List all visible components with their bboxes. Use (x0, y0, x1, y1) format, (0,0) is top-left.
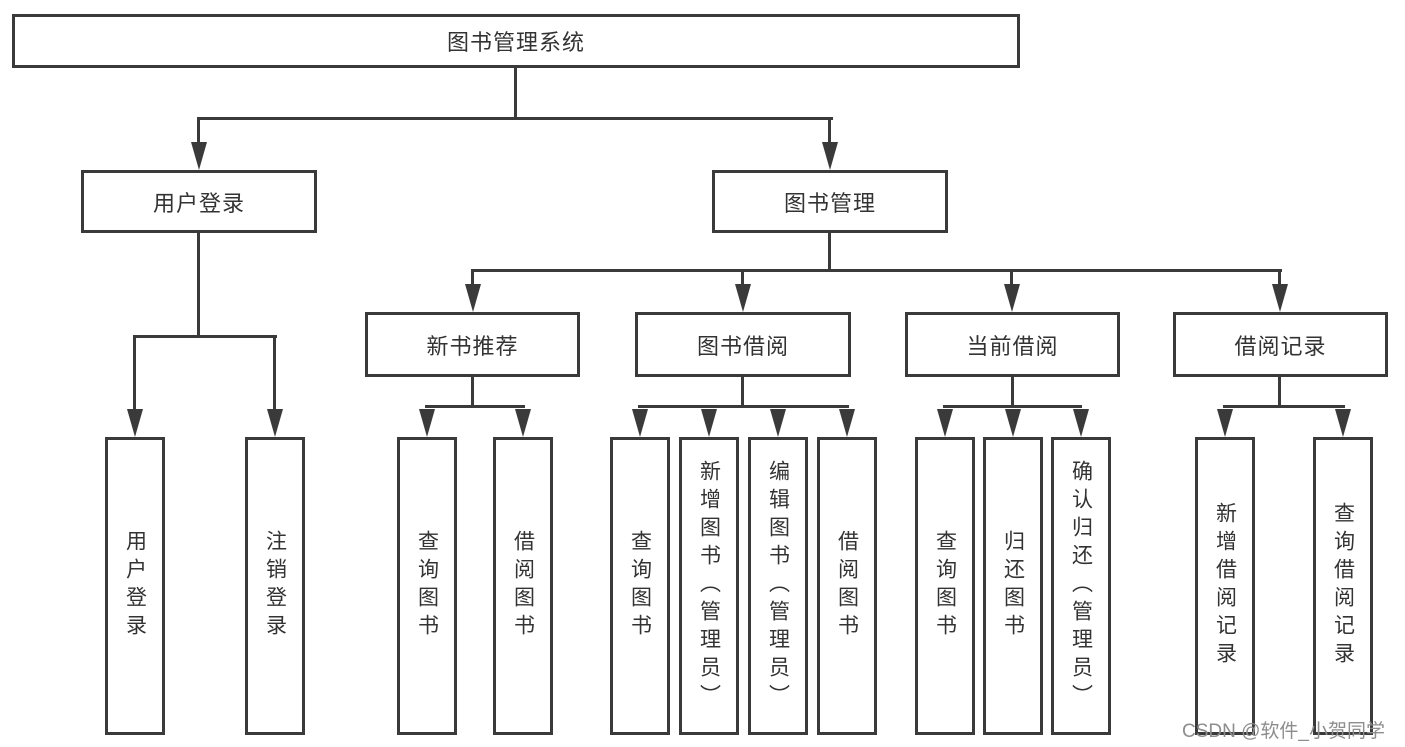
connector-line (425, 405, 525, 408)
leaf-query-borrow-record: 查询借阅记录 (1313, 437, 1373, 735)
arrow-down-icon (1004, 284, 1020, 312)
leaf-label: 新增借阅记录 (1213, 502, 1237, 670)
arrow-down-icon (770, 409, 786, 437)
leaf-user-login: 用户登录 (105, 437, 165, 735)
node-new-book-recommend: 新书推荐 (365, 312, 580, 377)
arrow-down-icon (1073, 409, 1089, 437)
leaf-label: 新增图书（管理员） (697, 460, 721, 712)
arrow-down-icon (267, 409, 283, 437)
leaf-label: 查询图书 (628, 530, 652, 642)
node-label: 图书借阅 (696, 333, 789, 359)
arrow-down-icon (1272, 284, 1288, 312)
connector-line (1223, 405, 1345, 408)
arrow-down-icon (1005, 409, 1021, 437)
connector-line (197, 120, 200, 144)
connector-line (638, 405, 849, 408)
connector-line (197, 117, 833, 120)
arrow-down-icon (191, 142, 207, 170)
leaf-query-book: 查询图书 (915, 437, 975, 735)
connector-line (828, 120, 831, 144)
node-label: 图书管理系统 (446, 30, 585, 55)
leaf-confirm-return-admin: 确认归还（管理员） (1051, 437, 1111, 735)
connector-line (741, 377, 744, 407)
leaf-query-book: 查询图书 (610, 437, 670, 735)
node-current-borrowing: 当前借阅 (905, 312, 1120, 377)
arrow-down-icon (937, 409, 953, 437)
leaf-label: 查询借阅记录 (1331, 502, 1355, 670)
leaf-label: 归还图书 (1001, 530, 1025, 642)
leaf-label: 借阅图书 (835, 530, 859, 642)
arrow-down-icon (839, 409, 855, 437)
connector-line (273, 338, 276, 410)
connector-line (741, 272, 744, 286)
arrow-down-icon (465, 284, 481, 312)
leaf-query-book: 查询图书 (397, 437, 457, 735)
arrow-down-icon (419, 409, 435, 437)
connector-line (514, 68, 517, 118)
connector-line (471, 269, 1282, 272)
node-label: 图书管理 (783, 190, 876, 216)
leaf-label: 借阅图书 (511, 530, 535, 642)
connector-line (133, 335, 277, 338)
leaf-return-book: 归还图书 (983, 437, 1043, 735)
node-library-system: 图书管理系统 (12, 14, 1020, 68)
node-label: 新书推荐 (426, 333, 519, 359)
arrow-down-icon (1217, 409, 1233, 437)
leaf-borrow-book: 借阅图书 (493, 437, 553, 735)
connector-line (1011, 377, 1014, 407)
leaf-edit-book-admin: 编辑图书（管理员） (748, 437, 808, 735)
connector-line (1278, 377, 1281, 407)
node-book-management: 图书管理 (712, 170, 948, 233)
connector-line (1278, 272, 1281, 286)
connector-line (943, 405, 1082, 408)
connector-line (133, 338, 136, 410)
csdn-watermark: CSDN @软件_小贺同学 (1182, 721, 1385, 742)
arrow-down-icon (1335, 409, 1351, 437)
arrow-down-icon (735, 284, 751, 312)
leaf-borrow-book: 借阅图书 (817, 437, 877, 735)
leaf-logout: 注销登录 (245, 437, 305, 735)
connector-line (471, 272, 474, 286)
arrow-down-icon (127, 409, 143, 437)
connector-line (471, 377, 474, 407)
connector-line (828, 233, 831, 271)
node-book-borrowing: 图书借阅 (635, 312, 851, 377)
connector-line (197, 233, 200, 337)
node-label: 用户登录 (152, 190, 245, 216)
leaf-add-borrow-record: 新增借阅记录 (1195, 437, 1255, 735)
leaf-label: 注销登录 (263, 530, 287, 642)
connector-line (1010, 272, 1013, 286)
leaf-label: 确认归还（管理员） (1069, 460, 1093, 712)
node-label: 当前借阅 (966, 333, 1059, 359)
leaf-label: 编辑图书（管理员） (766, 460, 790, 712)
arrow-down-icon (822, 142, 838, 170)
leaf-label: 查询图书 (415, 530, 439, 642)
arrow-down-icon (632, 409, 648, 437)
arrow-down-icon (515, 409, 531, 437)
arrow-down-icon (701, 409, 717, 437)
leaf-label: 查询图书 (933, 530, 957, 642)
leaf-label: 用户登录 (123, 530, 147, 642)
node-borrowing-records: 借阅记录 (1173, 312, 1388, 377)
node-user-login: 用户登录 (81, 170, 317, 233)
node-label: 借阅记录 (1234, 333, 1327, 359)
leaf-add-book-admin: 新增图书（管理员） (679, 437, 739, 735)
